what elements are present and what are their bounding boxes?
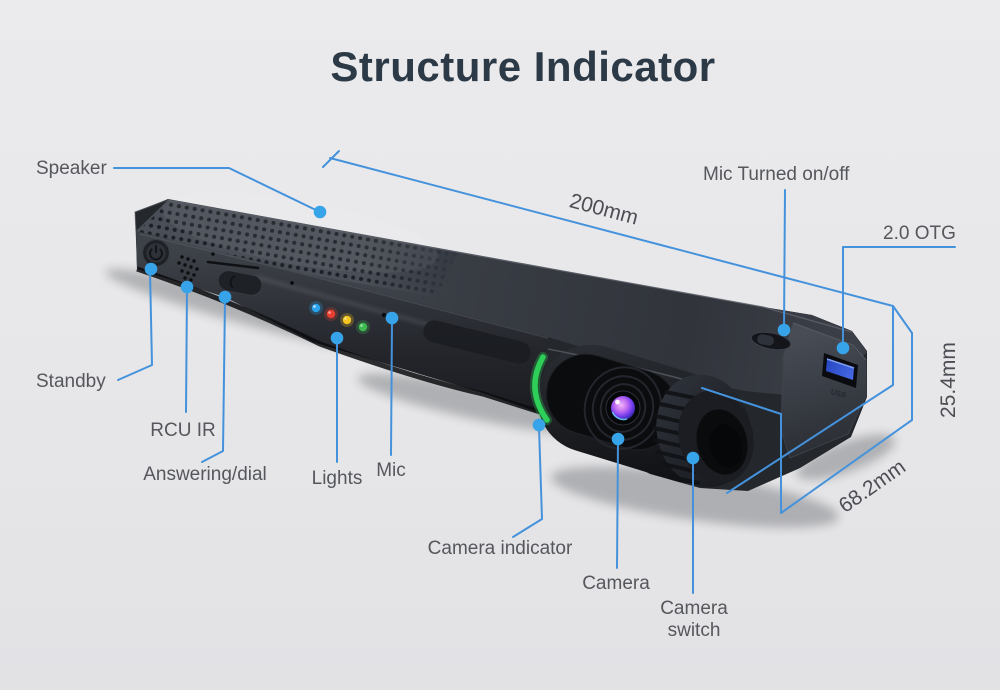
speaker-grille: [137, 193, 458, 297]
speaker-dot: [313, 205, 327, 219]
front-crease: [139, 233, 549, 339]
front-pinhole: [211, 252, 215, 256]
ir-receiver-grille: [177, 255, 199, 282]
left-corner-edge: [134, 199, 169, 232]
bottom-edge: [136, 266, 541, 415]
length-dimension-line: [329, 157, 894, 307]
top-back-edge: [167, 199, 853, 333]
rcu-ir-label: RCU IR: [150, 420, 215, 441]
usb-port-label: USB: [830, 387, 848, 400]
camera-dot: [611, 432, 625, 446]
device-end-face: USB: [780, 321, 867, 459]
mic-switch-dot: [777, 323, 791, 337]
mic-label: Mic: [376, 460, 406, 481]
camera-switch-dial: [652, 374, 754, 488]
front-slot: [206, 260, 260, 270]
led-blue: [311, 303, 321, 313]
answering-leader: [201, 298, 226, 463]
led-red: [326, 309, 336, 319]
camera-switch-dot: [686, 451, 700, 465]
dimension-wireframe: [322, 150, 913, 514]
camera-indicator-dot: [532, 418, 546, 432]
otg-dot: [836, 341, 850, 355]
answering-dot: [218, 290, 232, 304]
length-dimension-tick: [322, 150, 340, 168]
otg-label: 2.0 OTG: [883, 223, 956, 244]
mic-on-off-label: Mic Turned on/off: [703, 164, 850, 185]
mic-pinhole-left: [290, 281, 294, 285]
rcu-ir-dot: [180, 280, 194, 294]
mic-switch: [750, 331, 792, 351]
usb-port: [822, 353, 858, 388]
power-button: [141, 238, 171, 268]
answering-dial-label: Answering/dial: [143, 464, 267, 485]
standby-leader: [117, 270, 153, 381]
mic-dot: [385, 311, 399, 325]
rcu-ir-leader: [185, 288, 188, 413]
led-yellow: [342, 315, 352, 325]
camera-switch-label-line2: switch: [668, 620, 721, 641]
standby-dot: [144, 262, 158, 276]
camera-module: [529, 344, 754, 488]
power-icon: [149, 245, 163, 261]
mic-leader: [390, 319, 393, 456]
callout-lines: [113, 167, 956, 594]
status-leds: [309, 301, 370, 334]
depth-dimension-line: [780, 419, 913, 514]
lights-dot: [330, 331, 344, 345]
answer-dial-button: [217, 270, 263, 296]
lights-label: Lights: [312, 468, 363, 489]
camera-indicator-label: Camera indicator: [428, 538, 573, 559]
page-title: Structure Indicator: [330, 43, 715, 90]
mic-hole: [381, 312, 387, 318]
camera-label: Camera: [582, 573, 650, 594]
front-sheen: [254, 275, 431, 327]
height-dimension-label: 25.4mm: [937, 342, 960, 418]
otg-leader: [842, 246, 956, 346]
speaker-leader: [113, 167, 321, 213]
camera-indicator-led: [529, 352, 552, 425]
standby-label: Standby: [36, 371, 106, 392]
led-green: [358, 322, 368, 332]
device: USB: [134, 193, 867, 491]
camera-leader: [616, 440, 619, 569]
camera-switch-label-line1: Camera: [660, 598, 728, 619]
callout-dots: [144, 205, 850, 465]
camera-indicator-leader: [512, 426, 543, 538]
speaker-label: Speaker: [36, 158, 107, 179]
camera-lens: [605, 390, 641, 426]
mic-switch-leader: [783, 189, 786, 329]
front-groove: [423, 320, 531, 364]
